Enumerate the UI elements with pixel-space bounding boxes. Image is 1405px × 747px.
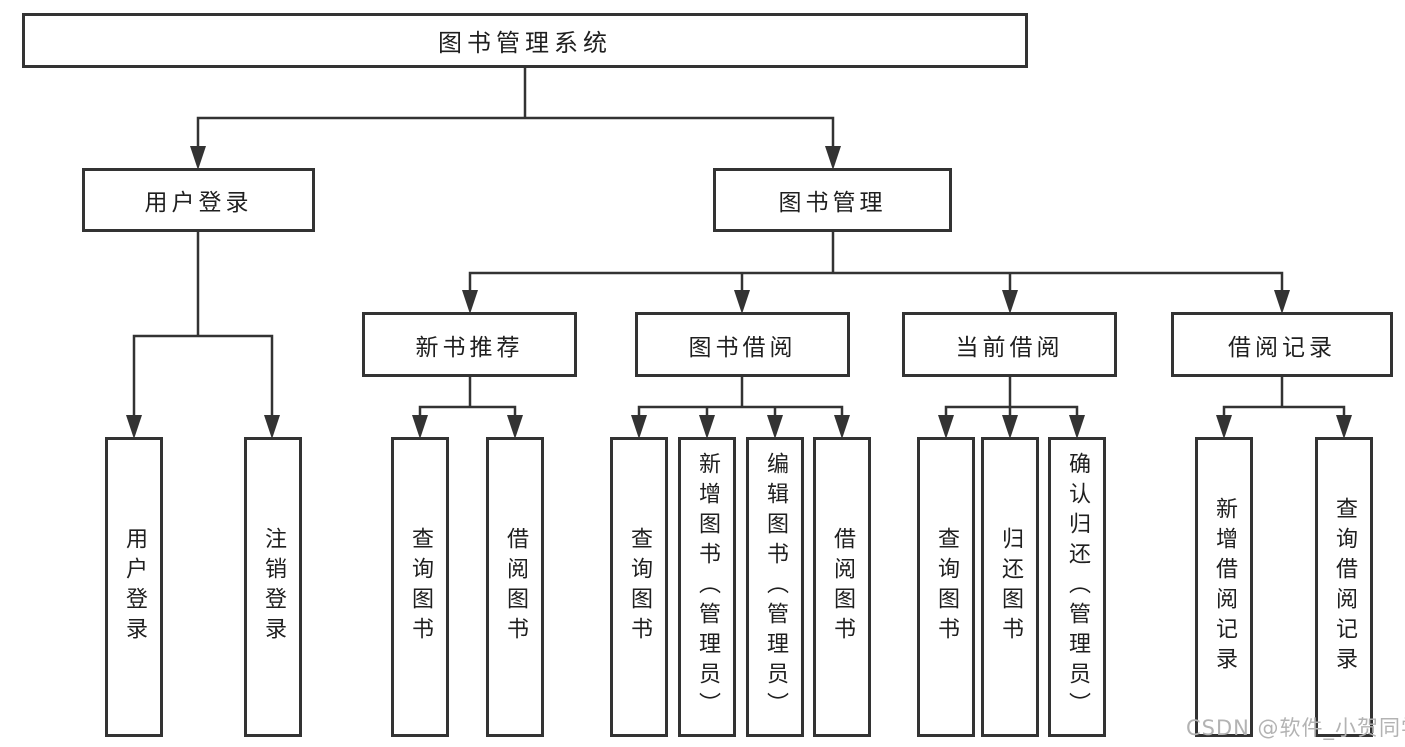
node-new-book-recommendation: 新书推荐 [362,312,577,377]
leaf-user-login: 用户登录 [105,437,163,737]
node-label: 借阅图书 [830,527,855,647]
leaf-query-books-current: 查询图书 [917,437,975,737]
node-label: 确认归还（管理员） [1065,452,1090,722]
node-label: 归还图书 [998,527,1023,647]
node-label: 图书管理 [778,190,887,216]
node-label: 借阅图书 [503,527,528,647]
leaf-query-borrow-record: 查询借阅记录 [1315,437,1373,737]
node-label: 编辑图书（管理员） [763,452,788,722]
leaf-edit-book-admin: 编辑图书（管理员） [746,437,804,737]
node-label: 图书借阅 [688,334,797,361]
leaf-return-books: 归还图书 [981,437,1039,737]
leaf-query-books-recommendation: 查询图书 [391,437,449,737]
node-label: 当前借阅 [955,334,1064,361]
csdn-watermark: CSDN @软件_小贺同学 [1186,716,1405,740]
node-label: 查询图书 [408,527,433,647]
leaf-logout: 注销登录 [244,437,302,737]
node-label: 查询图书 [627,527,652,647]
leaf-add-borrow-record: 新增借阅记录 [1195,437,1253,737]
node-current-borrowing: 当前借阅 [902,312,1117,377]
node-label: 查询借阅记录 [1332,497,1357,677]
node-user-login: 用户登录 [82,168,315,232]
node-book-management: 图书管理 [713,168,952,232]
node-label: 新增图书（管理员） [695,452,720,722]
leaf-query-books-borrowing: 查询图书 [610,437,668,737]
leaf-borrow-books-recommendation: 借阅图书 [486,437,544,737]
node-label: 查询图书 [934,527,959,647]
node-borrowing-records: 借阅记录 [1171,312,1393,377]
node-label: 注销登录 [261,527,286,647]
leaf-add-book-admin: 新增图书（管理员） [678,437,736,737]
node-label: 借阅记录 [1228,334,1336,361]
node-label: 新增借阅记录 [1212,497,1237,677]
node-label: 用户登录 [122,527,147,647]
node-label: 图书管理系统 [438,29,612,57]
leaf-confirm-return-admin: 确认归还（管理员） [1048,437,1106,737]
leaf-borrow-books-borrowing: 借阅图书 [813,437,871,737]
node-label: 新书推荐 [415,334,524,361]
node-book-borrowing: 图书借阅 [635,312,850,377]
node-root-library-management-system: 图书管理系统 [22,13,1028,68]
node-label: 用户登录 [144,190,253,216]
